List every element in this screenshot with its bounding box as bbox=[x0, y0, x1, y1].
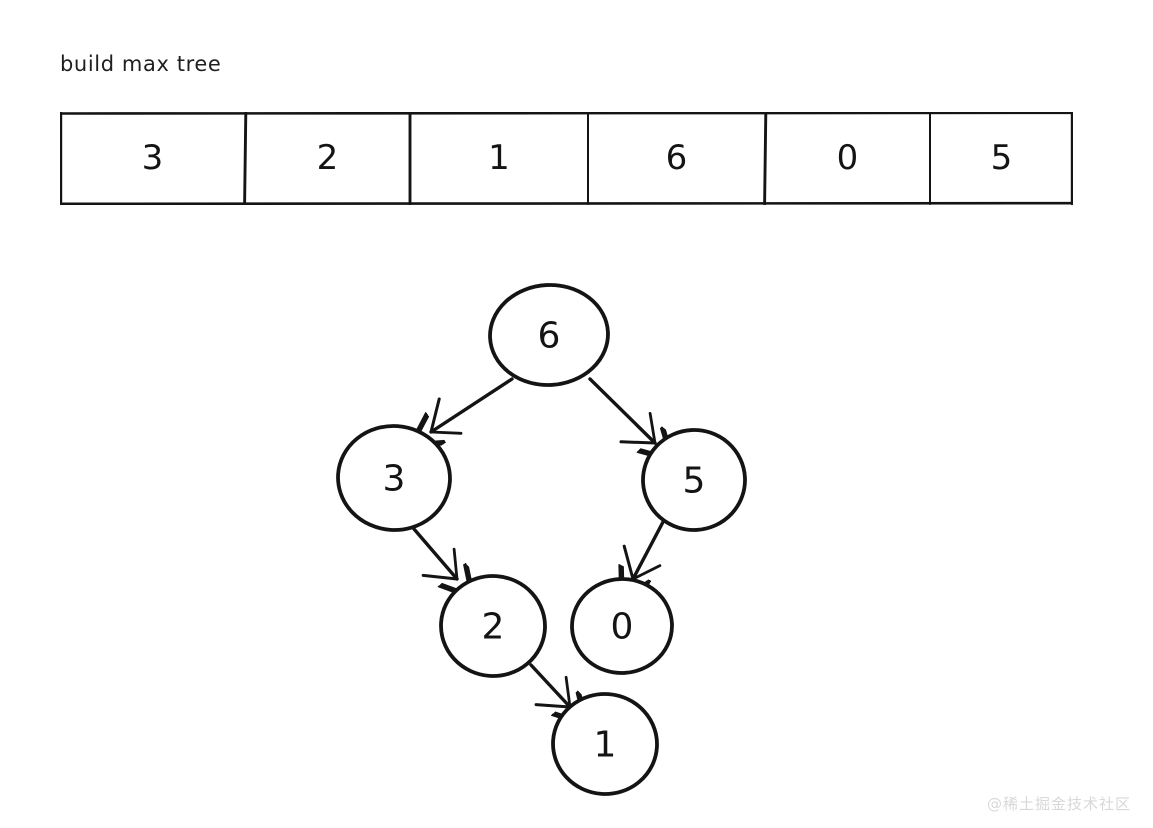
tree-node[interactable]: 0 bbox=[570, 576, 675, 675]
page-title: build max tree bbox=[60, 52, 222, 76]
node-circle bbox=[336, 424, 452, 532]
tree-node[interactable]: 5 bbox=[640, 427, 747, 532]
node-label: 0 bbox=[611, 607, 634, 648]
array-cell[interactable]: 5 bbox=[990, 138, 1013, 178]
tree-edge bbox=[588, 377, 655, 443]
tree-node[interactable]: 3 bbox=[335, 422, 454, 534]
node-label: 3 bbox=[383, 459, 406, 500]
node-circle bbox=[439, 574, 547, 678]
array-cell[interactable]: 1 bbox=[488, 138, 510, 178]
arrowhead-barb bbox=[622, 544, 635, 581]
array-cell[interactable]: 2 bbox=[316, 138, 339, 178]
tree-node[interactable]: 1 bbox=[550, 690, 661, 797]
array-outline bbox=[60, 112, 1073, 205]
node-label: 1 bbox=[594, 725, 617, 766]
arrowhead-barb bbox=[429, 430, 463, 435]
arrowhead-barb bbox=[648, 412, 657, 445]
site-watermark: @稀土掘金技术社区 bbox=[986, 795, 1131, 813]
node-label: 6 bbox=[538, 316, 561, 357]
array-cell[interactable]: 3 bbox=[141, 138, 164, 178]
arrowhead-barb bbox=[429, 397, 441, 434]
node-label: 2 bbox=[482, 607, 505, 648]
node-label: 5 bbox=[683, 461, 706, 502]
tree-edge bbox=[431, 377, 514, 432]
arrowhead-barb bbox=[619, 440, 657, 445]
arrowhead-barb bbox=[631, 564, 662, 581]
tree-edges bbox=[412, 377, 665, 709]
arrowhead-barb bbox=[564, 675, 572, 709]
arrowhead-barb bbox=[421, 573, 459, 581]
node-circle bbox=[641, 428, 747, 532]
tree-node[interactable]: 2 bbox=[438, 572, 549, 679]
tree-node[interactable]: 6 bbox=[487, 282, 610, 388]
array-cell[interactable]: 6 bbox=[665, 138, 688, 178]
input-array-table: 3 2 1 6 0 5 bbox=[60, 112, 1073, 205]
node-circle bbox=[551, 692, 659, 796]
node-circle bbox=[570, 577, 674, 675]
tree-edge bbox=[412, 527, 457, 579]
tree-edge bbox=[529, 663, 570, 707]
arrowhead-barb bbox=[534, 703, 572, 709]
tree-edge bbox=[633, 520, 665, 579]
array-cell[interactable]: 0 bbox=[836, 138, 859, 178]
tree-nodes: 6 3 5 2 0 1 bbox=[335, 282, 747, 797]
node-circle bbox=[488, 283, 610, 387]
arrowhead-barb bbox=[452, 547, 459, 581]
